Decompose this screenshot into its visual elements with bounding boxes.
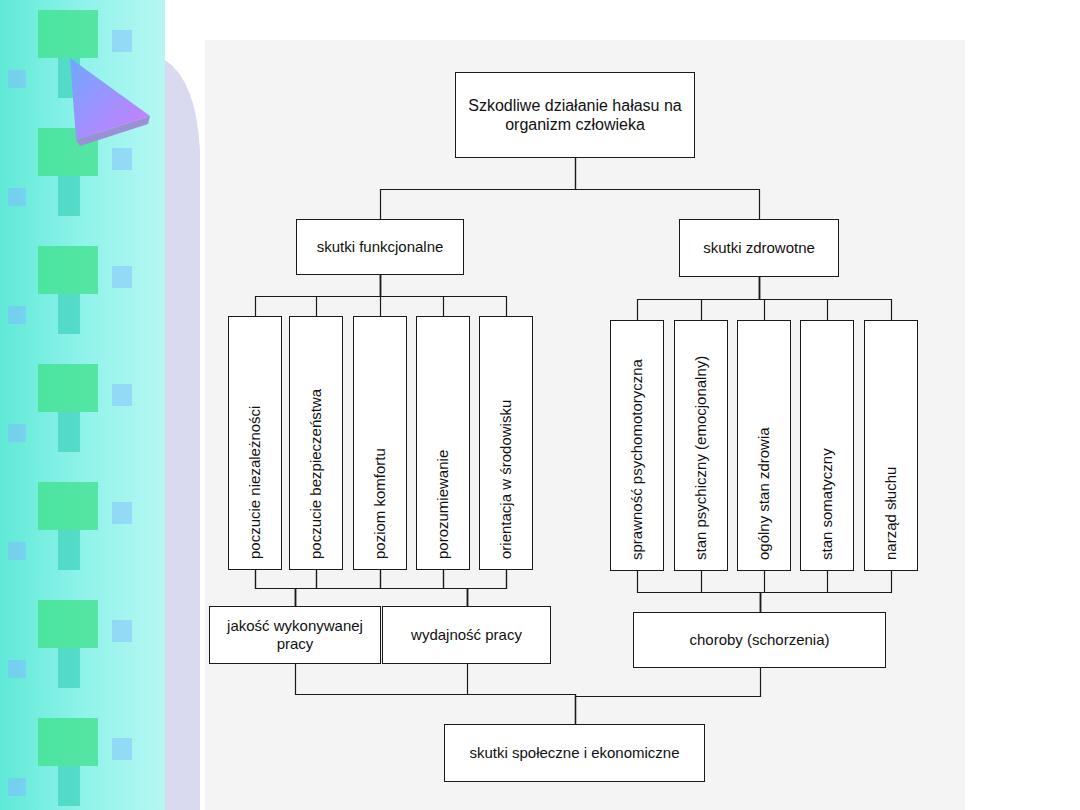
decorative-triangle <box>70 58 150 140</box>
box-label: Szkodliwe działanie hałasu na organizm c… <box>456 96 694 134</box>
decorative-band <box>165 60 200 810</box>
tree-connector <box>760 277 892 320</box>
decorative-strip <box>0 0 165 810</box>
tree-connector <box>760 277 828 320</box>
tree-connector <box>761 571 892 612</box>
factor-box: stan psychiczny (emocjonalny) <box>674 320 728 571</box>
category-box: Szkodliwe działanie hałasu na organizm c… <box>455 72 695 158</box>
tree-connector <box>760 277 765 320</box>
tree-connector <box>381 275 507 316</box>
factor-box: sprawność psychomotoryczna <box>610 320 664 571</box>
category-box: skutki społeczne i ekonomiczne <box>444 724 705 782</box>
factor-box: stan somatyczny <box>800 320 854 571</box>
factor-box: porozumiewanie <box>416 316 470 570</box>
box-label: skutki funkcjonalne <box>311 238 450 256</box>
factor-box: poziom komfortu <box>353 316 407 570</box>
box-label: ogólny stan zdrowia <box>755 427 773 560</box>
category-box: skutki zdrowotne <box>679 219 839 277</box>
tree-connector <box>381 158 576 219</box>
box-label: orientacja w środowisku <box>497 400 515 559</box>
box-label: skutki społeczne i ekonomiczne <box>463 744 685 762</box>
tree-connector <box>381 275 444 316</box>
factor-box: poczucie bezpieczeństwa <box>289 316 343 570</box>
tree-connector <box>761 571 828 612</box>
category-box: wydajność pracy <box>382 606 551 664</box>
scanned-page <box>205 40 965 810</box>
tree-connector <box>296 570 507 606</box>
tree-connector <box>702 571 761 612</box>
box-label: stan somatyczny <box>818 448 836 560</box>
tree-connector <box>444 570 468 606</box>
category-box: skutki funkcjonalne <box>296 219 464 275</box>
triangle-shadow <box>76 116 150 146</box>
box-label: jakość wykonywanej pracy <box>210 617 380 653</box>
box-label: wydajność pracy <box>405 626 528 644</box>
box-label: sprawność psychomotoryczna <box>628 359 646 560</box>
box-label: poziom komfortu <box>371 448 389 559</box>
box-label: narząd słuchu <box>882 467 900 560</box>
tree-connector <box>576 158 760 219</box>
factor-box: orientacja w środowisku <box>479 316 533 570</box>
tree-connector <box>638 277 760 320</box>
factor-box: poczucie niezależności <box>228 316 282 570</box>
tree-connector <box>468 664 576 724</box>
factor-box: ogólny stan zdrowia <box>737 320 791 571</box>
factor-box: narząd słuchu <box>864 320 918 571</box>
box-label: porozumiewanie <box>434 450 452 559</box>
box-label: poczucie niezależności <box>246 406 264 559</box>
box-label: skutki zdrowotne <box>697 239 821 257</box>
box-label: stan psychiczny (emocjonalny) <box>692 356 710 560</box>
box-label: choroby (schorzenia) <box>683 631 835 649</box>
category-box: choroby (schorzenia) <box>633 612 886 668</box>
tree-connector <box>317 275 381 316</box>
tree-connector <box>468 570 507 606</box>
category-box: jakość wykonywanej pracy <box>209 606 381 664</box>
tree-connector <box>702 277 760 320</box>
tree-connector <box>381 570 468 606</box>
tree-connector <box>256 570 468 606</box>
tree-connector <box>317 570 468 606</box>
tree-connector <box>256 275 381 316</box>
box-label: poczucie bezpieczeństwa <box>307 389 325 559</box>
tree-connector <box>638 571 761 612</box>
tree-connector <box>296 664 576 724</box>
tree-connector <box>576 668 761 724</box>
